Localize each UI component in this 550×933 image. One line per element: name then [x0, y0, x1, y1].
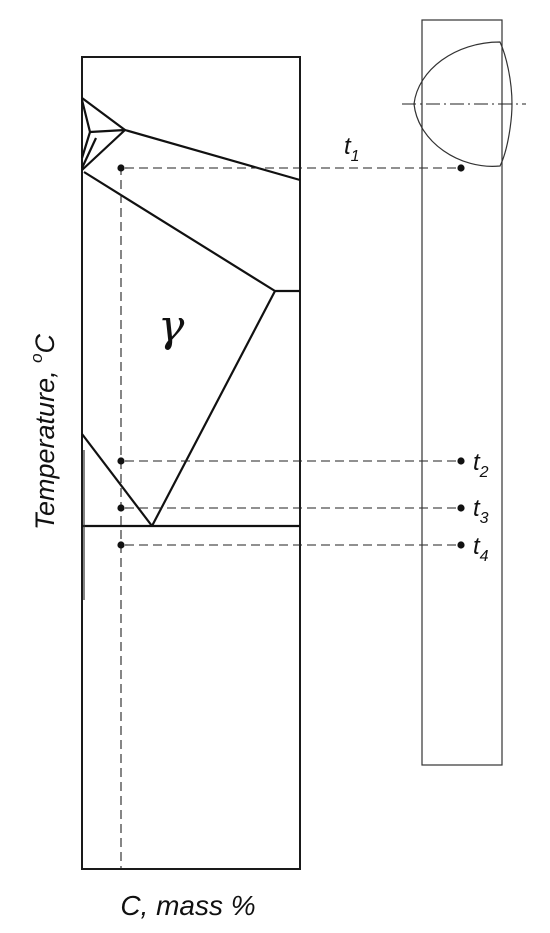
specimen-point-t3: [457, 504, 465, 512]
y-axis-label: Temperature, oC: [27, 333, 60, 530]
diagram-point-t4: [117, 541, 125, 549]
solvus-upper: [83, 171, 300, 293]
diagram-point-t1: [117, 164, 125, 172]
specimen-point-t1: [457, 164, 465, 172]
diagram-point-t2: [117, 457, 125, 465]
acm-line: [151, 290, 276, 527]
diagram-point-t3: [117, 504, 125, 512]
delta-region-left: [80, 99, 92, 159]
weld-specimen: [421, 19, 503, 766]
phase-boundaries: [80, 97, 301, 600]
x-axis-label: C, mass %: [120, 890, 255, 921]
delta-region-inner: [81, 128, 127, 171]
label-t2: t2: [473, 449, 489, 481]
label-t3: t3: [473, 495, 489, 527]
label-t4: t4: [473, 533, 489, 565]
specimen-point-t2: [457, 457, 465, 465]
specimen-point-t4: [457, 541, 465, 549]
a3-line: [81, 433, 153, 527]
phase-diagram-frame: [81, 56, 301, 870]
peritectic-line: [81, 137, 97, 169]
gamma-phase-label: γ: [158, 301, 185, 352]
label-t1: t1: [344, 133, 360, 165]
weld-pool: [413, 41, 513, 167]
